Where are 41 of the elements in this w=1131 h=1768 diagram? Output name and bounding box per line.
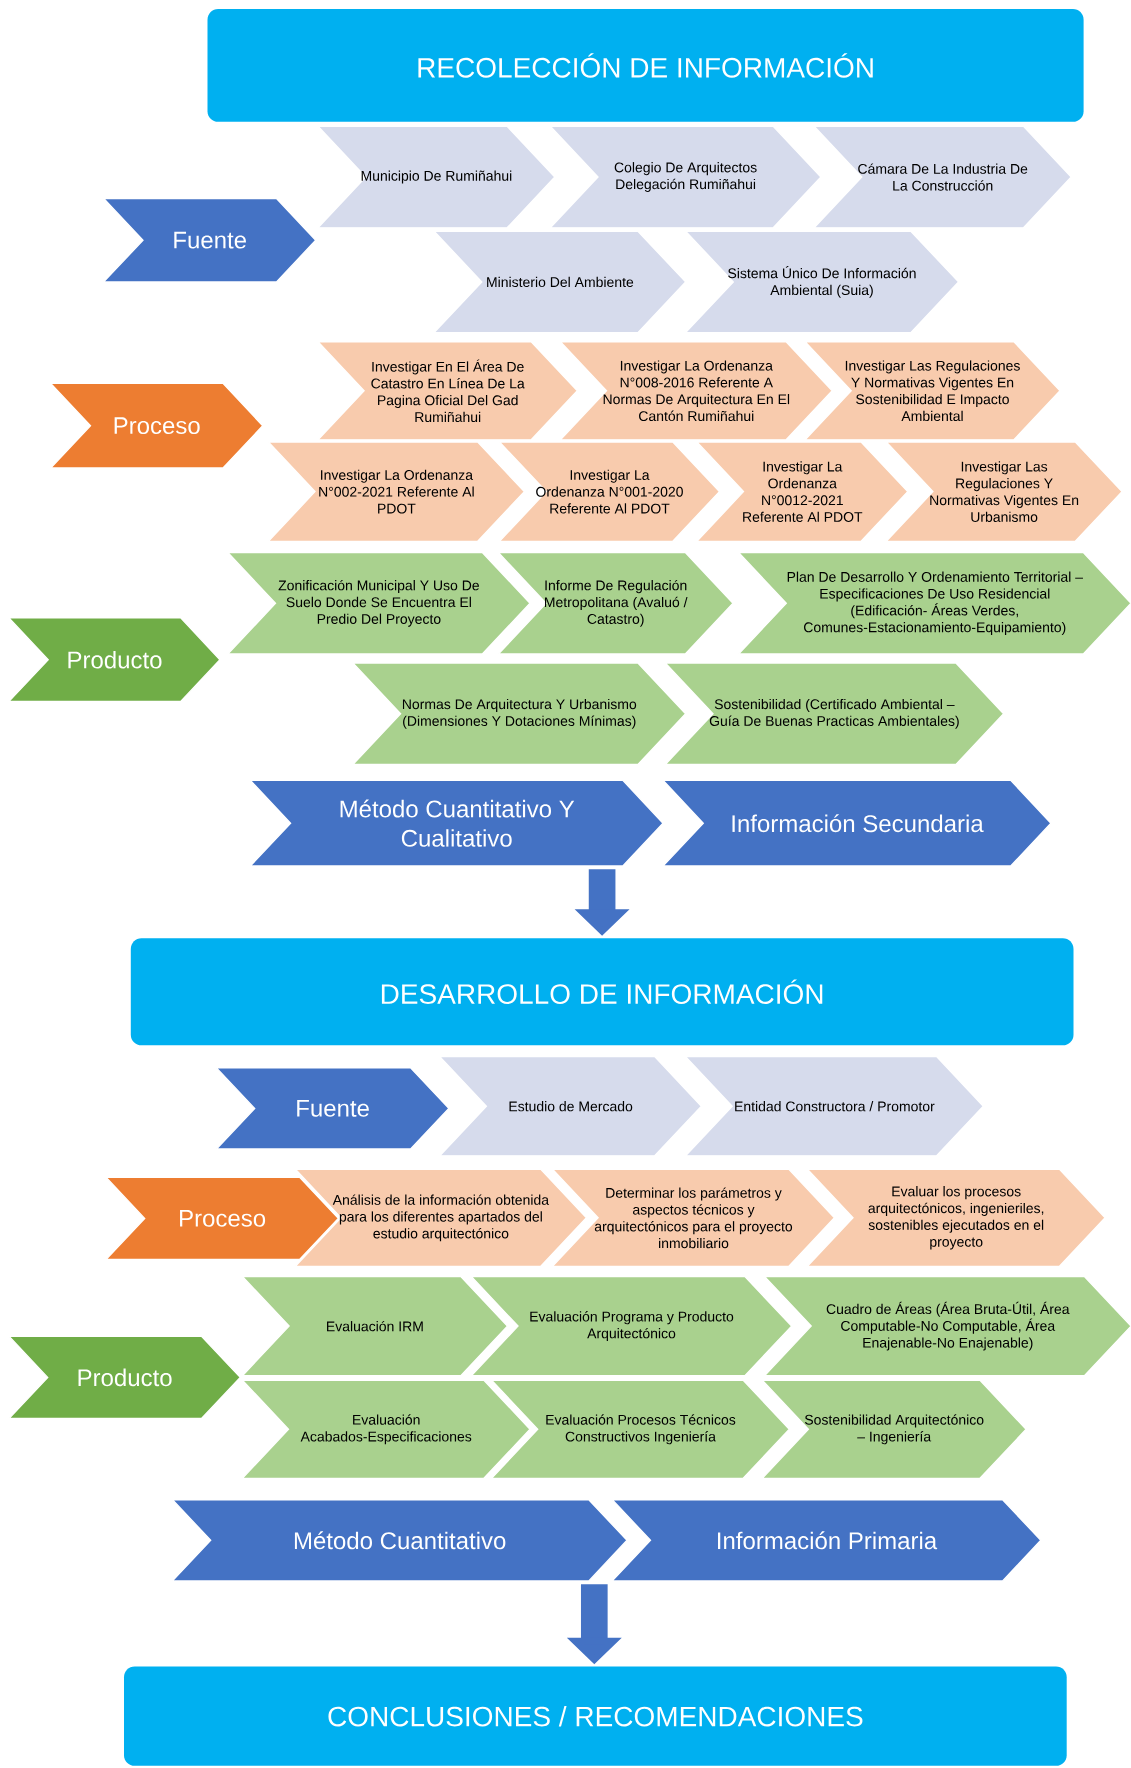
chevron-box: Investigar Las Regulaciones Y Normativas Vigentes En Sostenibilidad E Impacto Ambiental <box>803 341 1061 441</box>
chevron-box: Zonificación Municipal Y Uso De Suelo Donde Se Encuentra El Predio Del Proyecto <box>226 551 531 655</box>
chevron-box: Proceso <box>49 382 264 469</box>
chevron-box: Evaluar los procesos arquitectónicos, ingenieriles, sostenibles ejecutados en el proyecto <box>805 1168 1106 1267</box>
chevron-box: Información Secundaria <box>661 779 1052 867</box>
header-box: DESARROLLO DE INFORMACIÓN <box>130 938 1074 1046</box>
header-box: RECOLECCIÓN DE INFORMACIÓN <box>207 9 1084 122</box>
chevron-box: Estudio de Mercado <box>438 1055 703 1157</box>
chevron-box: Investigar En El Área De Catastro En Línea De La Pagina Oficial Del Gad Rumiñahui <box>316 341 579 441</box>
chevron-box: Evaluación Programa y Producto Arquitectónico <box>469 1275 793 1377</box>
chevron-box: Sostenibilidad (Certificado Ambiental – Guía De Buenas Practicas Ambientales) <box>663 662 1005 766</box>
chevron-box: Entidad Constructora / Promotor <box>684 1055 985 1157</box>
chevron-box: Plan De Desarrollo Y Ordenamiento Territorial – Especificaciones De Uso Residencial (Edificación- Áreas Verdes, Comunes-Estacionamiento-Equipamiento) <box>737 551 1131 655</box>
chevron-box: Fuente <box>102 197 317 283</box>
chevron-box: Información Primaria <box>610 1499 1042 1582</box>
chevron-box: Producto <box>7 617 221 703</box>
chevron-box: Cámara De La Industria De La Construcción <box>812 125 1073 229</box>
chevron-box: Análisis de la información obtenida para los diferentes apartados del estudio arquitectónico <box>293 1168 588 1267</box>
chevron-box: Determinar los parámetros y aspectos técnicos y arquitectónicos para el proyecto inmobiliario <box>550 1168 836 1267</box>
header-box: CONCLUSIONES / RECOMENDACIONES <box>124 1666 1067 1766</box>
chevron-box: Fuente <box>214 1067 450 1150</box>
chevron-box: Normas De Arquitectura Y Urbanismo (Dimensiones Y Dotaciones Mínimas) <box>351 662 687 766</box>
chevron-box: Evaluación IRM <box>240 1275 509 1377</box>
chevron-box: Municipio De Rumiñahui <box>316 125 556 229</box>
chevron-box: Investigar La Ordenanza N°001-2020 Referente Al PDOT <box>497 441 721 542</box>
chevron-box: Ministerio Del Ambiente <box>432 230 687 334</box>
chevron-box: Producto <box>7 1335 242 1420</box>
chevron-box: Investigar Las Regulaciones Y Normativas Vigentes En Urbanismo <box>884 441 1123 542</box>
chevron-box: Investigar La Ordenanza N°0012-2021 Referente Al PDOT <box>695 441 909 542</box>
chevron-box: Investigar La Ordenanza N°002-2021 Referente Al PDOT <box>266 441 526 542</box>
chevron-box: Método Cuantitativo <box>170 1499 628 1582</box>
chevron-box: Investigar La Ordenanza N°008-2016 Referente A Normas De Arquitectura En El Cantón Rumiñahui <box>558 341 834 441</box>
chevron-box: Evaluación Procesos Técnicos Constructivos Ingeniería <box>490 1379 791 1479</box>
chevron-box: Evaluación Acabados-Especificaciones <box>240 1379 531 1479</box>
chevron-box: Método Cuantitativo Y Cualitativo <box>248 779 664 867</box>
chevron-box: Sostenibilidad Arquitectónico – Ingeniería <box>760 1379 1027 1479</box>
chevron-box: Colegio De Arquitectos Delegación Rumiñahui <box>548 125 822 229</box>
node-label: Cuadro de Áreas (Área Bruta-Útil, Área Computable-No Computable, Área Enajenable-No Enajenable) <box>826 1301 1070 1351</box>
chevron-box: Cuadro de Áreas (Área Bruta-Útil, Área Computable-No Computable, Área Enajenable-No Enajenable) <box>762 1275 1131 1377</box>
chevron-box: Sistema Único De Información Ambiental (Suia) <box>684 230 960 334</box>
chevron-box: Informe De Regulación Metropolitana (Avaluó / Catastro) <box>496 551 734 655</box>
